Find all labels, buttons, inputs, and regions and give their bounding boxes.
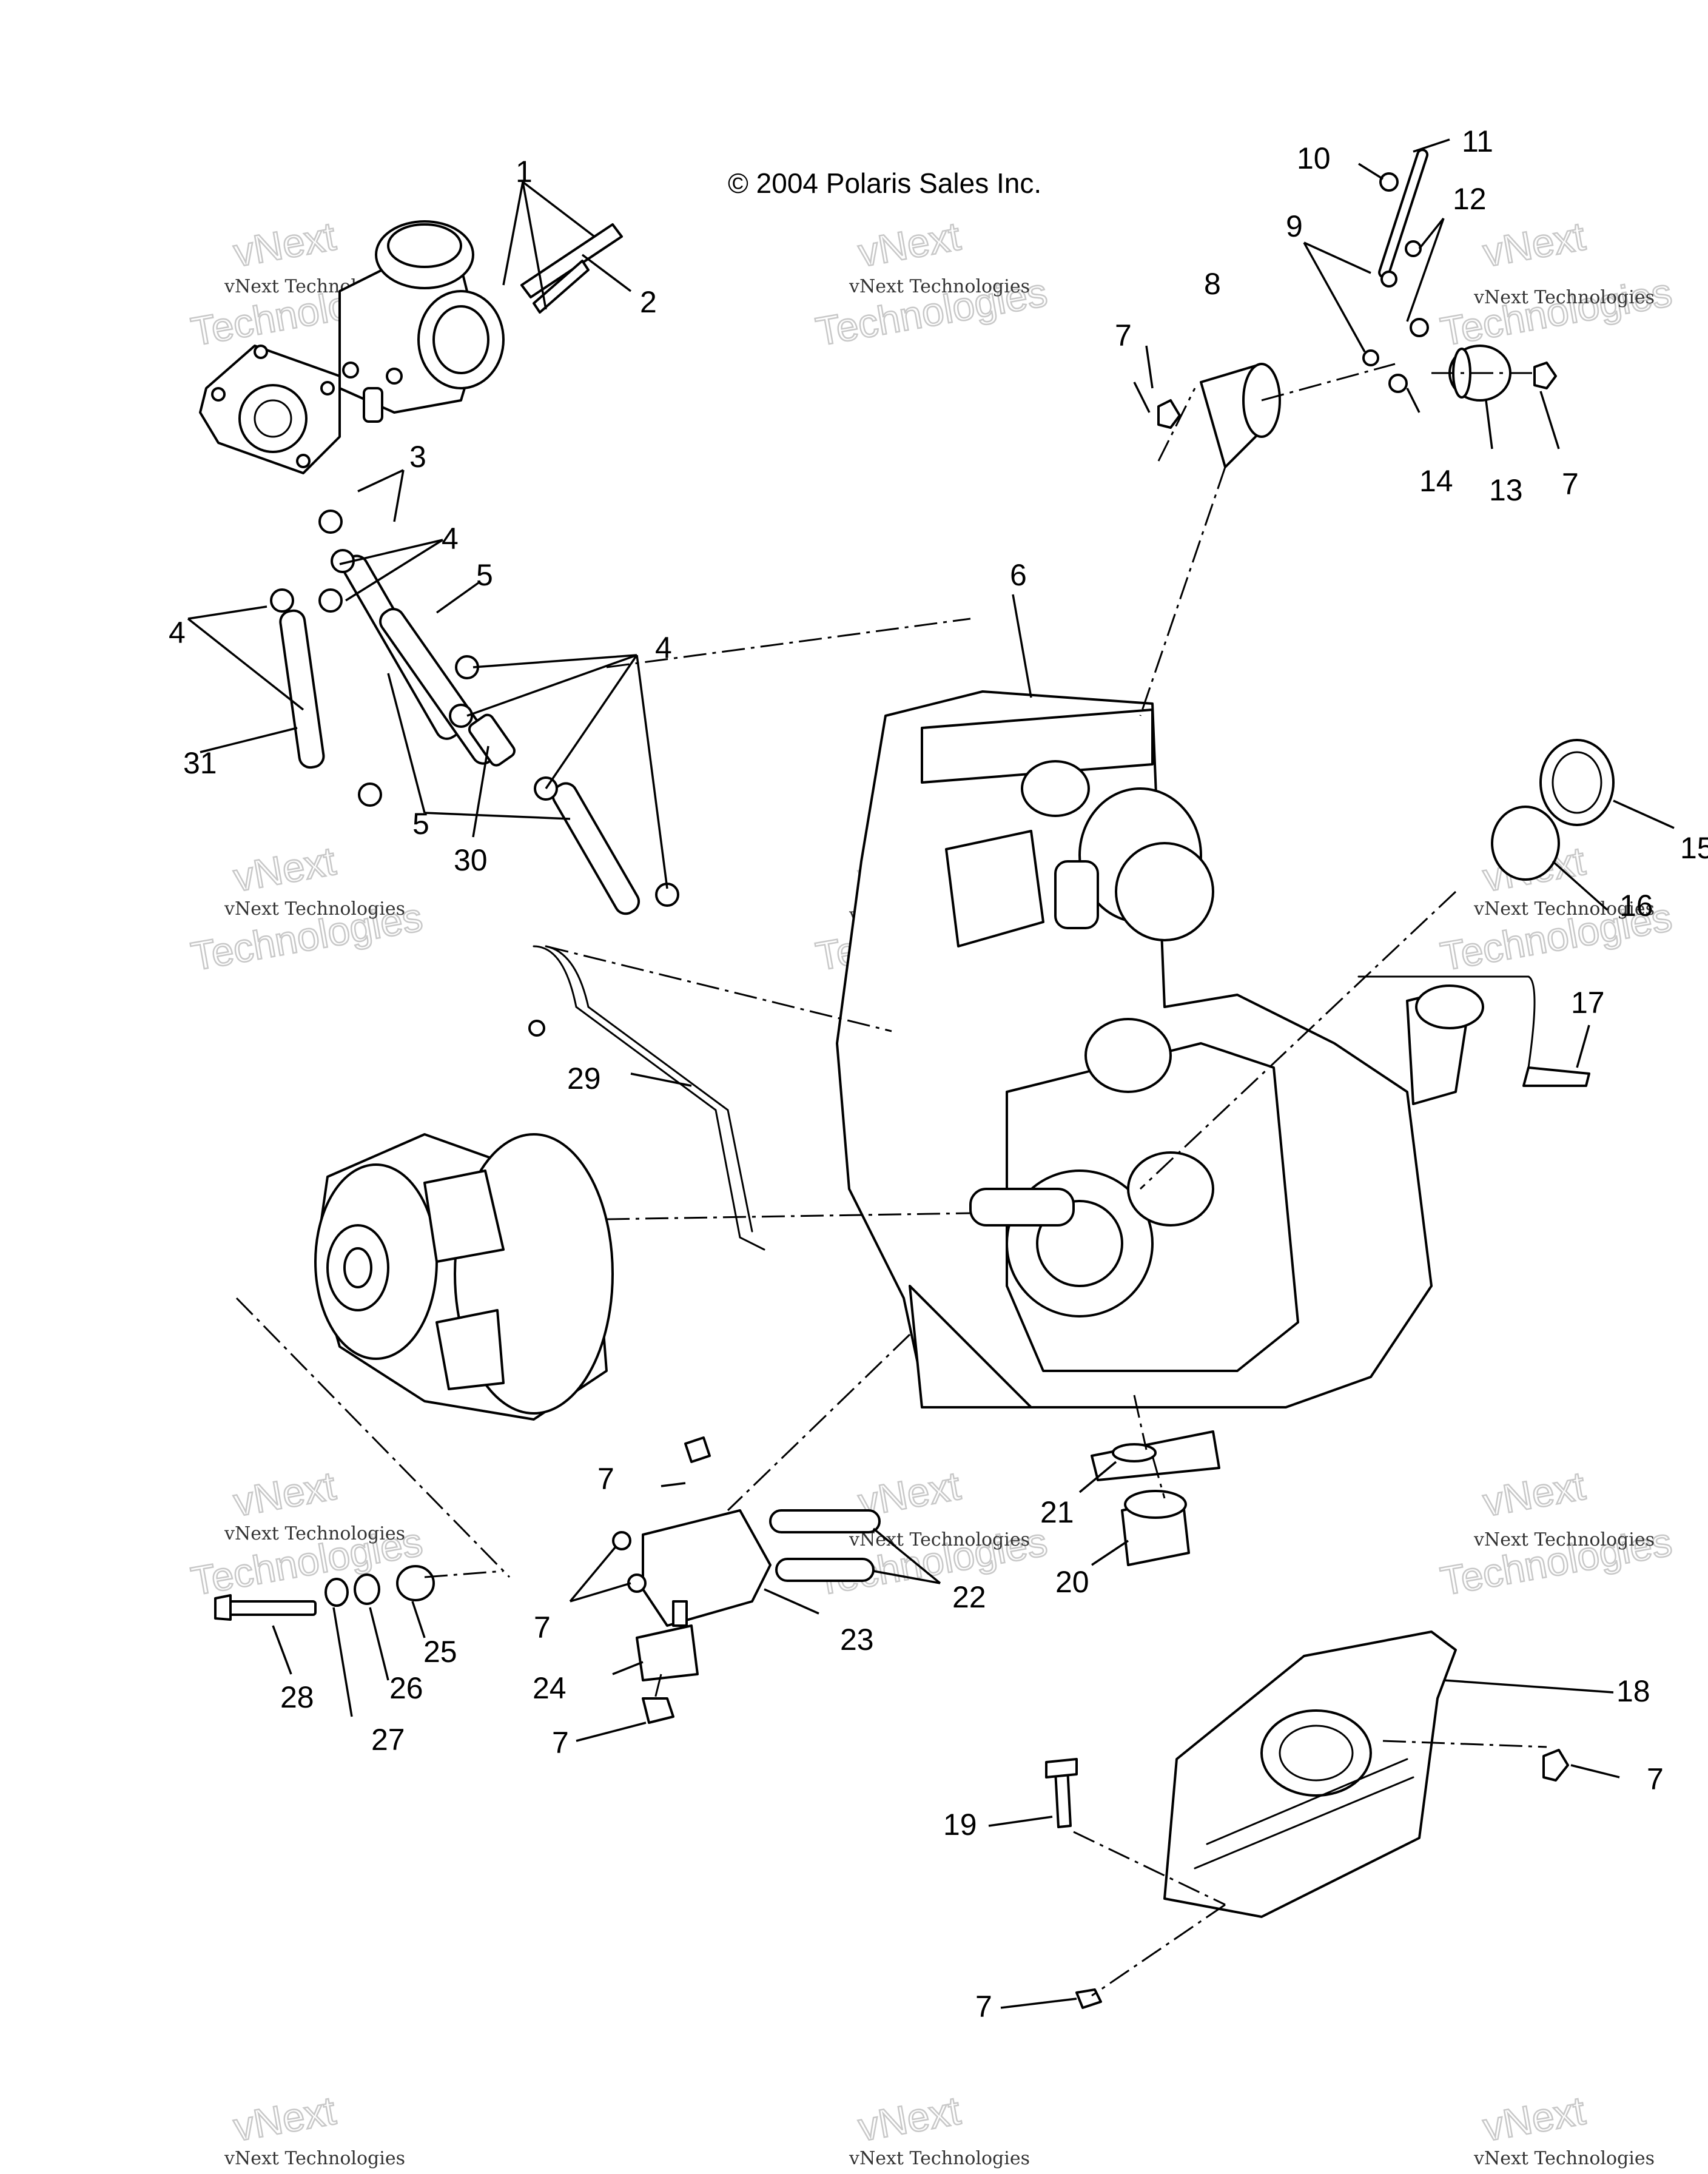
callout-12: 12 <box>1453 182 1487 216</box>
callout-26: 26 <box>389 1671 423 1705</box>
skid-bracket <box>1045 1630 1569 2009</box>
callout-24: 24 <box>533 1671 567 1705</box>
watermark: vNext vNext Technologies <box>1473 2087 1655 2169</box>
carburetor <box>338 220 623 423</box>
watermark: vNext Technologies vNext Technologies <box>187 837 426 980</box>
svg-text:vNext: vNext <box>1480 2088 1589 2150</box>
svg-text:vNext: vNext <box>230 1463 339 1525</box>
watermark: vNext vNext Technologies <box>224 2087 405 2169</box>
engine <box>836 690 1484 1481</box>
svg-text:vNext: vNext <box>1480 214 1589 275</box>
callout-16: 16 <box>1619 889 1653 923</box>
fuel-pump <box>199 345 403 474</box>
svg-text:vNext: vNext <box>855 214 964 275</box>
callout-7: 7 <box>552 1726 569 1760</box>
callout-5: 5 <box>412 807 429 841</box>
callout-27: 27 <box>371 1723 405 1757</box>
svg-text:vNext Technologies: vNext Technologies <box>1473 287 1655 308</box>
svg-text:vNext: vNext <box>230 214 339 275</box>
drive-clutch <box>314 1133 614 1421</box>
fuel-hoses <box>270 510 679 915</box>
callout-4: 4 <box>169 616 186 650</box>
callout-29: 29 <box>567 1062 601 1095</box>
watermark: vNext Technologies vNext Technologies <box>187 1462 426 1604</box>
svg-text:vNext Technologies: vNext Technologies <box>224 1523 405 1544</box>
callout-10: 10 <box>1297 141 1331 175</box>
callout-7: 7 <box>1562 467 1579 501</box>
svg-text:vNext Technologies: vNext Technologies <box>1473 898 1655 920</box>
watermark: vNext vNext Technologies <box>849 2087 1030 2169</box>
callout-4: 4 <box>655 631 672 665</box>
callout-28: 28 <box>280 1680 314 1714</box>
svg-text:vNext: vNext <box>855 2088 964 2150</box>
callout-7: 7 <box>597 1462 614 1496</box>
callout-31: 31 <box>183 746 217 780</box>
svg-text:vNext Technologies: vNext Technologies <box>849 1529 1030 1550</box>
callout-23: 23 <box>840 1623 874 1657</box>
clutch-bolt-kit <box>214 1565 435 1621</box>
callout-7: 7 <box>975 1990 992 2024</box>
callout-8: 8 <box>1204 267 1221 301</box>
callout-21: 21 <box>1040 1495 1074 1529</box>
callout-6: 6 <box>1010 558 1027 592</box>
callout-30: 30 <box>454 843 488 877</box>
callout-2: 2 <box>640 285 657 319</box>
watermark: vNext Technologies vNext Technologies <box>812 212 1051 355</box>
callout-7: 7 <box>534 1610 551 1644</box>
svg-text:vNext Technologies: vNext Technologies <box>224 898 405 920</box>
engine-mount-rear <box>1112 1443 1190 1566</box>
callout-7: 7 <box>1115 318 1132 352</box>
svg-text:vNext: vNext <box>1480 1463 1589 1525</box>
callout-3: 3 <box>409 440 426 474</box>
svg-text:vNext: vNext <box>230 2088 339 2150</box>
leader-lines <box>187 138 1675 2009</box>
intake-boot <box>1491 739 1615 881</box>
svg-text:vNext: vNext <box>230 838 339 900</box>
callout-14: 14 <box>1419 464 1453 498</box>
callout-labels: 1 2 3 4 4 4 5 5 6 7 7 7 7 7 7 7 8 9 10 1… <box>169 124 1708 2024</box>
svg-text:vNext Technologies: vNext Technologies <box>849 2148 1030 2169</box>
callout-20: 20 <box>1055 1565 1089 1599</box>
callout-22: 22 <box>952 1580 986 1614</box>
top-mount-assembly <box>1157 149 1557 468</box>
svg-text:Technologies: Technologies <box>1437 269 1675 354</box>
copyright-text: © 2004 Polaris Sales Inc. <box>728 167 1041 199</box>
svg-text:vNext Technologies: vNext Technologies <box>1473 2148 1655 2169</box>
assembly-lines <box>235 363 1547 1997</box>
callout-25: 25 <box>423 1635 457 1669</box>
callout-11: 11 <box>1462 124 1493 158</box>
callout-13: 13 <box>1489 473 1523 507</box>
callout-1: 1 <box>516 155 533 189</box>
callout-17: 17 <box>1571 986 1605 1020</box>
svg-text:vNext Technologies: vNext Technologies <box>224 2148 405 2169</box>
callout-7: 7 <box>1647 1762 1664 1796</box>
callout-5: 5 <box>476 558 493 592</box>
callout-9: 9 <box>1286 209 1303 243</box>
lower-mount-bracket <box>612 1436 881 1724</box>
callout-4: 4 <box>442 522 459 556</box>
svg-text:vNext Technologies: vNext Technologies <box>1473 1529 1655 1550</box>
callout-18: 18 <box>1616 1674 1650 1708</box>
watermark: vNext Technologies vNext Technologies <box>1436 212 1676 355</box>
callout-15: 15 <box>1680 831 1708 865</box>
callout-19: 19 <box>943 1808 977 1842</box>
svg-text:vNext Technologies: vNext Technologies <box>849 276 1030 297</box>
watermark: vNext Technologies vNext Technologies <box>1436 1462 1676 1604</box>
